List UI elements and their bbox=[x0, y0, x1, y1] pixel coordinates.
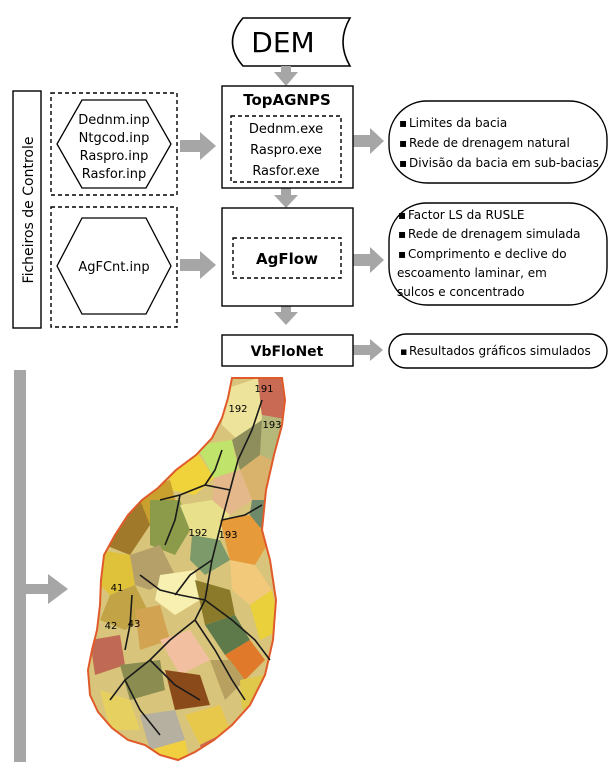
dem-label: DEM bbox=[251, 26, 314, 59]
watershed-border bbox=[86, 377, 287, 762]
control-file-item: AgFCnt.inp bbox=[78, 260, 149, 275]
arrow bbox=[180, 251, 216, 279]
arrow-group bbox=[14, 66, 384, 762]
dem-node: DEM bbox=[231, 17, 352, 67]
subbasin-label: 193 bbox=[262, 420, 281, 431]
svg-text:▪: ▪ bbox=[398, 227, 406, 241]
subbasin-label: 193 bbox=[218, 530, 237, 541]
topagnps-outputs: ▪ Limites da bacia ▪ Rede de drenagem na… bbox=[388, 100, 608, 184]
vbflonet-box: VbFloNet bbox=[221, 334, 354, 367]
watershed-map bbox=[88, 378, 285, 760]
drainage-network bbox=[109, 399, 271, 736]
output-item: sulcos e concentrado bbox=[397, 285, 524, 299]
control-files-panel: Ficheiros de Controle bbox=[12, 90, 42, 329]
map-labels: 191 192 193 192 193 41 42 43 bbox=[105, 384, 282, 632]
arrow bbox=[274, 306, 298, 325]
vbflonet-outputs: ▪ Resultados gráficos simulados bbox=[388, 333, 608, 369]
svg-text:▪: ▪ bbox=[399, 116, 407, 130]
subbasin-label: 191 bbox=[254, 384, 273, 395]
arrow bbox=[352, 339, 383, 361]
svg-text:▪: ▪ bbox=[400, 345, 407, 358]
topagnps-title: TopAGNPS bbox=[243, 91, 331, 109]
output-item: Comprimento e declive do bbox=[408, 247, 567, 261]
control-file-item: Dednm.inp bbox=[78, 113, 149, 128]
output-item: escoamento laminar, em bbox=[397, 266, 547, 280]
svg-text:▪: ▪ bbox=[399, 156, 407, 170]
output-item: Rede de drenagem natural bbox=[409, 136, 570, 150]
control-file-group-1: Dednm.inp Ntgcod.inp Raspro.inp Rasfor.i… bbox=[50, 92, 178, 196]
svg-text:▪: ▪ bbox=[399, 136, 407, 150]
svg-text:▪: ▪ bbox=[398, 208, 406, 222]
vbflonet-title: VbFloNet bbox=[251, 344, 324, 360]
arrow bbox=[274, 188, 298, 208]
control-file-group-2: AgFCnt.inp bbox=[50, 206, 178, 328]
output-item: Factor LS da RUSLE bbox=[408, 208, 524, 222]
exe-item: Dednm.exe bbox=[249, 122, 323, 137]
control-file-item: Ntgcod.inp bbox=[79, 131, 150, 146]
arrow bbox=[180, 132, 216, 160]
subbasin-label: 41 bbox=[111, 583, 124, 594]
control-file-item: Raspro.inp bbox=[80, 149, 149, 164]
output-item: Limites da bacia bbox=[409, 116, 507, 130]
output-item: Rede de drenagem simulada bbox=[408, 227, 580, 241]
arrow bbox=[274, 66, 298, 86]
output-item: Resultados gráficos simulados bbox=[409, 344, 591, 358]
subbasin-label: 43 bbox=[128, 619, 141, 630]
subbasin-label: 192 bbox=[188, 528, 207, 539]
arrow bbox=[352, 247, 384, 273]
arrow bbox=[352, 128, 384, 154]
subbasin-label: 42 bbox=[105, 621, 118, 632]
agflow-box: AgFlow bbox=[221, 207, 354, 307]
arrow bbox=[14, 370, 26, 762]
subbasin-label: 192 bbox=[228, 404, 247, 415]
exe-item: Raspro.exe bbox=[250, 143, 322, 158]
output-item: Divisão da bacia em sub-bacias bbox=[409, 156, 599, 170]
control-files-label: Ficheiros de Controle bbox=[21, 137, 37, 284]
arrow bbox=[26, 574, 68, 604]
exe-item: Rasfor.exe bbox=[252, 164, 319, 179]
topagnps-box: TopAGNPS Dednm.exe Raspro.exe Rasfor.exe bbox=[221, 85, 354, 189]
agflow-outputs: ▪ Factor LS da RUSLE ▪ Rede de drenagem … bbox=[388, 202, 608, 306]
control-file-item: Rasfor.inp bbox=[82, 167, 146, 182]
agflow-title: AgFlow bbox=[256, 250, 318, 268]
svg-text:▪: ▪ bbox=[398, 247, 406, 261]
